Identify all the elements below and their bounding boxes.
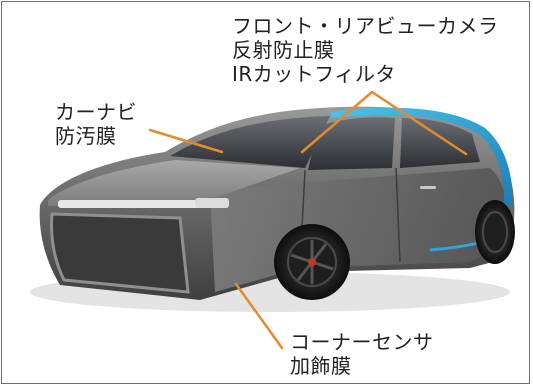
- callout-sensor: [234, 282, 284, 350]
- car-side-panel: [210, 168, 509, 292]
- callout-lines: [148, 90, 468, 350]
- rear-wheel-rim: [482, 211, 508, 253]
- callout-camera-front: [300, 90, 374, 154]
- label-sensor-line-1: コーナーセンサ: [290, 330, 434, 354]
- label-camera-line-3: IRカットフィルタ: [232, 62, 396, 86]
- front-grille-surround: [50, 212, 190, 294]
- door-line-rear: [395, 167, 401, 263]
- car-hood: [48, 160, 300, 207]
- door-handle: [420, 186, 436, 189]
- label-navi: カーナビ 防汚膜: [55, 100, 137, 148]
- side-window-front: [308, 117, 395, 170]
- headlight-right: [195, 198, 229, 208]
- label-sensor-line-2: 加飾膜: [290, 354, 352, 378]
- windshield: [170, 116, 330, 168]
- side-window-rear: [400, 118, 480, 168]
- callout-camera-rear: [370, 90, 468, 156]
- label-sensor: コーナーセンサ 加飾膜: [290, 330, 434, 378]
- label-camera-line-1: フロント・リアビューカメラ: [232, 14, 499, 38]
- front-wheel-hub: [308, 258, 316, 266]
- label-navi-line-2: 防汚膜: [55, 124, 117, 148]
- front-grille: [51, 214, 188, 292]
- label-navi-line-1: カーナビ: [55, 100, 137, 124]
- label-camera: フロント・リアビューカメラ 反射防止膜 IRカットフィルタ: [232, 14, 499, 86]
- callout-navi: [148, 128, 224, 154]
- headlight-strip: [58, 200, 208, 208]
- label-camera-line-2: 反射防止膜: [232, 38, 335, 62]
